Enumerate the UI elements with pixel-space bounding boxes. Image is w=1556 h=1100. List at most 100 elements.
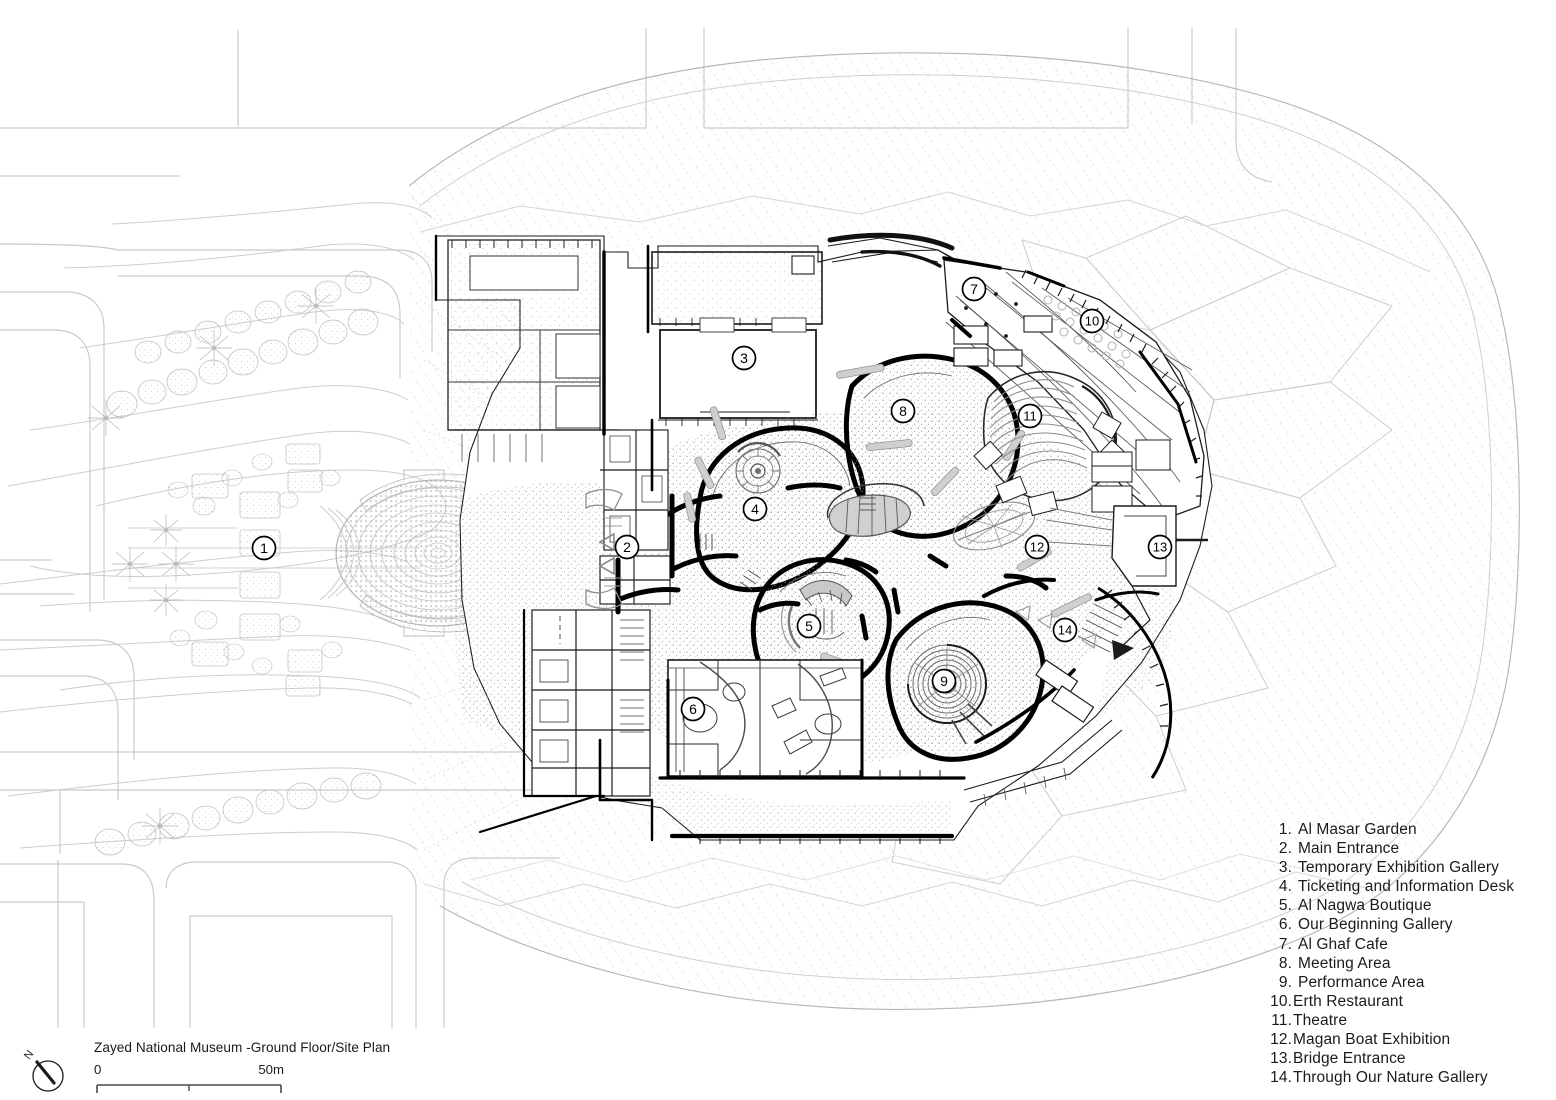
legend-item-label: Al Ghaf Cafe: [1298, 935, 1388, 953]
legend-item-number: 1.: [1278, 821, 1292, 838]
scale-start-label: 0: [94, 1062, 102, 1077]
svg-text:11: 11: [1023, 409, 1037, 424]
palm-symbols: [88, 288, 334, 844]
legend-item-label: Magan Boat Exhibition: [1293, 1031, 1451, 1049]
svg-text:5: 5: [805, 618, 813, 634]
legend-item-label: Erth Restaurant: [1293, 992, 1404, 1010]
legend-item: 1. Al Masar Garden: [1266, 820, 1546, 839]
legend-item: 5. Al Nagwa Boutique: [1266, 896, 1546, 915]
support-services-southwest: [531, 609, 651, 797]
svg-text:4: 4: [751, 501, 759, 517]
legend-item-label: Bridge Entrance: [1293, 1050, 1406, 1068]
plan-marker: 7: [961, 276, 987, 302]
legend-item-number: 14.: [1270, 1069, 1292, 1087]
plan-marker: 1: [251, 535, 277, 561]
scale-bar-graphic: [96, 1084, 282, 1093]
legend-item-label: Our Beginning Gallery: [1298, 916, 1453, 934]
legend-item-label: Through Our Nature Gallery: [1293, 1069, 1488, 1087]
legend: 1. Al Masar Garden 2. Main Entrance 3. T…: [1266, 820, 1546, 1087]
legend-item-label: Performance Area: [1298, 973, 1425, 991]
plan-marker: 14: [1052, 617, 1078, 643]
legend-item: 11. Theatre: [1266, 1011, 1546, 1030]
legend-item-number: 4.: [1278, 878, 1292, 896]
plan-title: Zayed National Museum -Ground Floor/Site…: [94, 1040, 391, 1055]
plan-marker: 11: [1017, 403, 1043, 429]
northeast-wing: [942, 256, 1205, 521]
scale-bar: 0 50m: [94, 1062, 284, 1096]
scale-end-label: 50m: [258, 1062, 284, 1077]
legend-item-number: 2.: [1278, 840, 1292, 858]
support-services-west: [603, 429, 669, 551]
north-label: N: [22, 1048, 36, 1062]
plan-marker-group: 1 2 3 4 5 6 7 8 9 10 11 12 13 14: [251, 276, 1173, 722]
legend-item-label: Main Entrance: [1298, 840, 1400, 858]
svg-text:13: 13: [1153, 540, 1167, 555]
legend-item: 6. Our Beginning Gallery: [1266, 915, 1546, 934]
plan-marker: 4: [742, 496, 768, 522]
tree-row-south: [94, 772, 382, 856]
plan-marker: 3: [731, 345, 757, 371]
svg-text:1: 1: [260, 540, 268, 556]
north-arrow: N: [22, 1048, 64, 1092]
legend-item: 9. Performance Area: [1266, 973, 1546, 992]
plan-marker: 9: [931, 668, 957, 694]
main-entrance-arrows: [598, 532, 615, 576]
legend-item-number: 12.: [1270, 1031, 1292, 1049]
svg-text:2: 2: [623, 539, 631, 555]
east-bridge-zone: [1014, 505, 1208, 779]
legend-item: 3. Temporary Exhibition Gallery: [1266, 858, 1546, 877]
legend-item-label: Meeting Area: [1298, 954, 1391, 972]
service-core: [599, 555, 671, 605]
performance-area-spiral: [907, 644, 993, 745]
legend-item-number: 10.: [1270, 992, 1292, 1010]
legend-item-label: Temporary Exhibition Gallery: [1298, 859, 1499, 877]
legend-item-label: Theatre: [1293, 1011, 1348, 1029]
legend-item-label: Al Masar Garden: [1298, 821, 1417, 838]
garden-plots: [128, 443, 420, 697]
legend-item-label: Ticketing and Information Desk: [1298, 878, 1515, 896]
plan-marker: 8: [890, 398, 916, 424]
plan-marker: 13: [1147, 534, 1173, 560]
svg-text:14: 14: [1058, 623, 1072, 638]
entrance-canopies: [585, 488, 623, 610]
legend-item-number: 7.: [1278, 935, 1292, 953]
legend-item: 2. Main Entrance: [1266, 839, 1546, 858]
museum-building-plan: [434, 232, 1213, 844]
legend-item-number: 5.: [1278, 897, 1292, 915]
legend-item-number: 9.: [1278, 973, 1292, 991]
svg-text:9: 9: [940, 673, 948, 689]
legend-item: 10. Erth Restaurant: [1266, 992, 1546, 1011]
primary-structural-walls: [434, 234, 1178, 842]
petal-interiors: [711, 372, 991, 651]
svg-text:6: 6: [689, 701, 697, 717]
legend-item: 7. Al Ghaf Cafe: [1266, 935, 1546, 954]
magan-boat-exhibition-object: [952, 501, 1036, 551]
southeast-terrace: [963, 719, 1123, 807]
svg-text:8: 8: [899, 403, 907, 419]
plan-marker: 6: [680, 696, 706, 722]
tree-row-north-upper: [134, 270, 372, 364]
legend-item-number: 11.: [1271, 1011, 1292, 1029]
svg-text:10: 10: [1085, 314, 1099, 329]
legend-item-number: 6.: [1278, 916, 1292, 934]
svg-text:12: 12: [1030, 540, 1044, 555]
plan-marker: 12: [1024, 534, 1050, 560]
plan-marker: 5: [796, 613, 822, 639]
legend-item: 13. Bridge Entrance: [1266, 1049, 1546, 1068]
legend-item-number: 3.: [1278, 859, 1292, 877]
legend-item-number: 8.: [1278, 954, 1292, 972]
tree-row-north: [106, 308, 379, 418]
legend-item: 14. Through Our Nature Gallery: [1266, 1068, 1546, 1087]
central-display-pod: [826, 482, 925, 537]
service-wing-northwest: [447, 239, 619, 471]
temporary-exhibition-gallery-room: [651, 251, 823, 426]
svg-text:7: 7: [970, 281, 978, 297]
legend-item: 8. Meeting Area: [1266, 954, 1546, 973]
legend-item: 12. Magan Boat Exhibition: [1266, 1030, 1546, 1049]
legend-item-label: Al Nagwa Boutique: [1298, 897, 1432, 915]
ticketing-desk: [735, 442, 781, 494]
legend-item-number: 13.: [1270, 1050, 1292, 1068]
plan-marker: 2: [614, 534, 640, 560]
